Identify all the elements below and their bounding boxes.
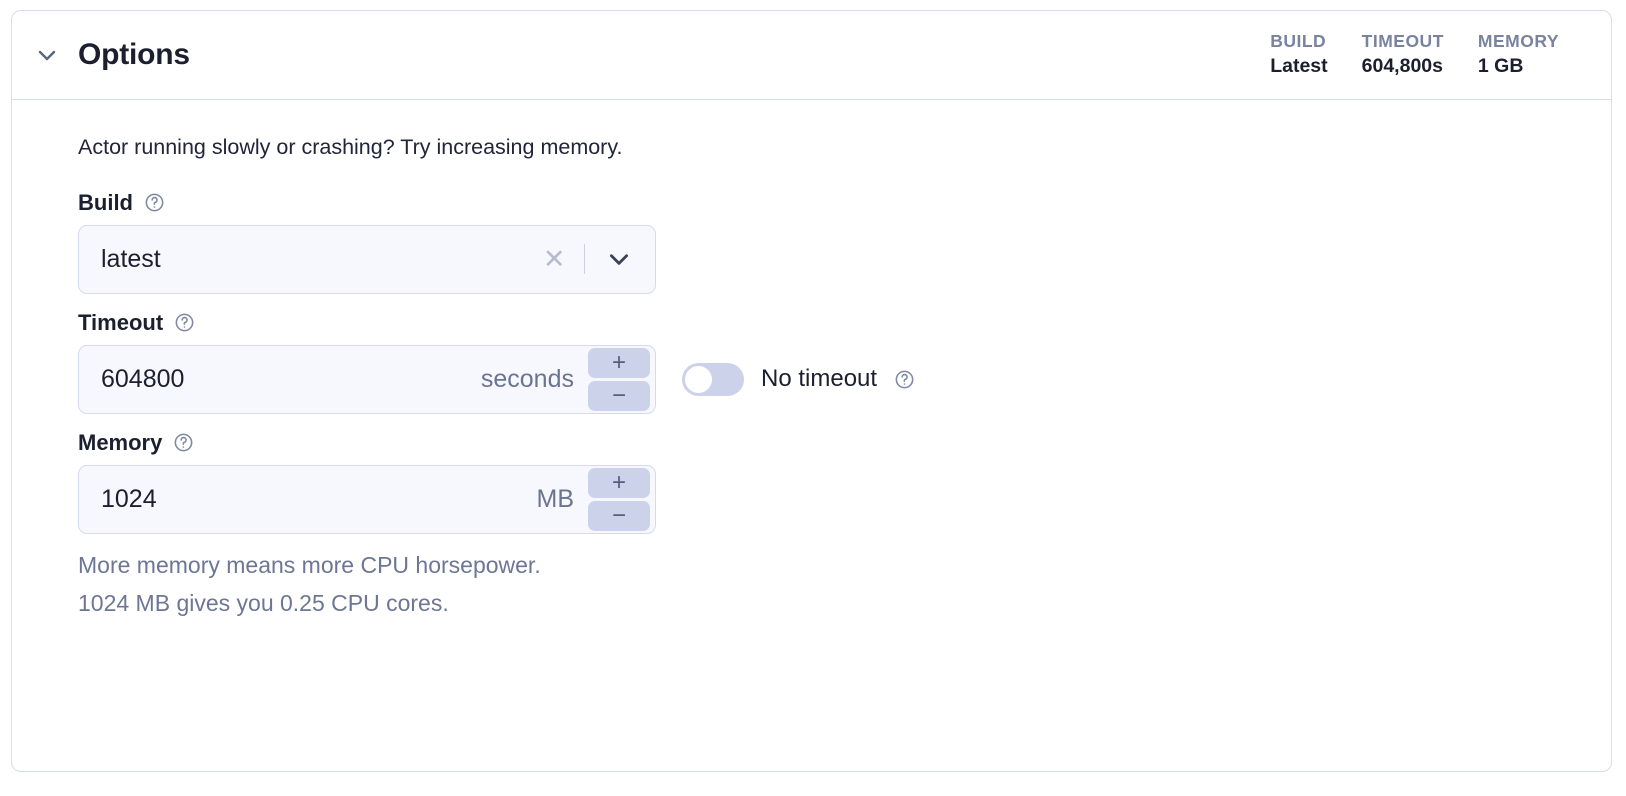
stat-timeout: TIMEOUT 604,800s [1361, 31, 1444, 78]
memory-hint-line-2: 1024 MB gives you 0.25 CPU cores. [78, 589, 449, 616]
select-divider [583, 244, 585, 275]
intro-text: Actor running slowly or crashing? Try in… [78, 135, 623, 159]
timeout-field-block: Timeout 604800 seconds + − [78, 309, 1611, 414]
options-card-header: Options BUILD Latest TIMEOUT 604,800s ME… [12, 11, 1611, 100]
header-left-group: Options [34, 40, 190, 70]
stat-memory-label: MEMORY [1477, 31, 1559, 52]
help-circle-icon[interactable] [174, 312, 195, 333]
timeout-input-value[interactable]: 604800 [101, 364, 185, 393]
help-circle-icon[interactable] [173, 432, 194, 453]
memory-field-block: Memory 1024 MB + − More memor [78, 429, 1611, 623]
chevron-down-icon[interactable] [34, 42, 60, 68]
memory-decrement-button[interactable]: − [588, 500, 650, 531]
memory-input[interactable]: 1024 MB + − [78, 464, 656, 534]
memory-unit-label: MB [536, 484, 575, 513]
stat-build-value: Latest [1270, 55, 1328, 78]
build-select-value[interactable]: latest [101, 244, 161, 273]
close-icon[interactable]: ✕ [542, 243, 566, 274]
options-card: Options BUILD Latest TIMEOUT 604,800s ME… [11, 10, 1612, 772]
options-card-body: Actor running slowly or crashing? Try in… [12, 100, 1611, 623]
timeout-label: Timeout [78, 309, 164, 335]
memory-hint-text: More memory means more CPU horsepower. 1… [78, 547, 1611, 623]
toggle-knob [685, 365, 712, 393]
timeout-unit-label: seconds [480, 364, 574, 393]
stat-timeout-value: 604,800s [1361, 55, 1443, 78]
no-timeout-toggle[interactable] [682, 362, 744, 396]
no-timeout-group: No timeout [682, 362, 915, 396]
memory-hint-line-1: More memory means more CPU horsepower. [78, 551, 541, 578]
memory-label: Memory [78, 429, 163, 455]
build-select[interactable]: latest ✕ [78, 224, 656, 294]
help-circle-icon[interactable] [894, 369, 915, 390]
timeout-stepper: + − [588, 347, 655, 411]
timeout-decrement-button[interactable]: − [588, 380, 650, 411]
page-title: Options [78, 38, 190, 71]
memory-input-value[interactable]: 1024 [101, 484, 157, 513]
build-label-row: Build [78, 189, 1611, 215]
timeout-increment-button[interactable]: + [588, 347, 650, 378]
header-stats: BUILD Latest TIMEOUT 604,800s MEMORY 1 G… [1270, 31, 1575, 78]
stat-build: BUILD Latest [1270, 31, 1328, 78]
timeout-input-row: 604800 seconds + − No timeout [78, 344, 1611, 414]
stat-build-label: BUILD [1270, 31, 1327, 52]
build-field-block: Build latest ✕ [78, 189, 1611, 294]
memory-stepper: + − [588, 467, 655, 531]
memory-label-row: Memory [78, 429, 1611, 455]
timeout-input[interactable]: 604800 seconds + − [78, 344, 656, 414]
build-label: Build [78, 189, 133, 215]
help-circle-icon[interactable] [144, 192, 165, 213]
stat-memory-value: 1 GB [1477, 55, 1524, 78]
stat-timeout-label: TIMEOUT [1361, 31, 1444, 52]
memory-increment-button[interactable]: + [588, 467, 650, 498]
chevron-down-icon[interactable] [599, 246, 655, 272]
stat-memory: MEMORY 1 GB [1477, 31, 1559, 78]
timeout-label-row: Timeout [78, 309, 1611, 335]
no-timeout-label: No timeout [761, 365, 878, 393]
